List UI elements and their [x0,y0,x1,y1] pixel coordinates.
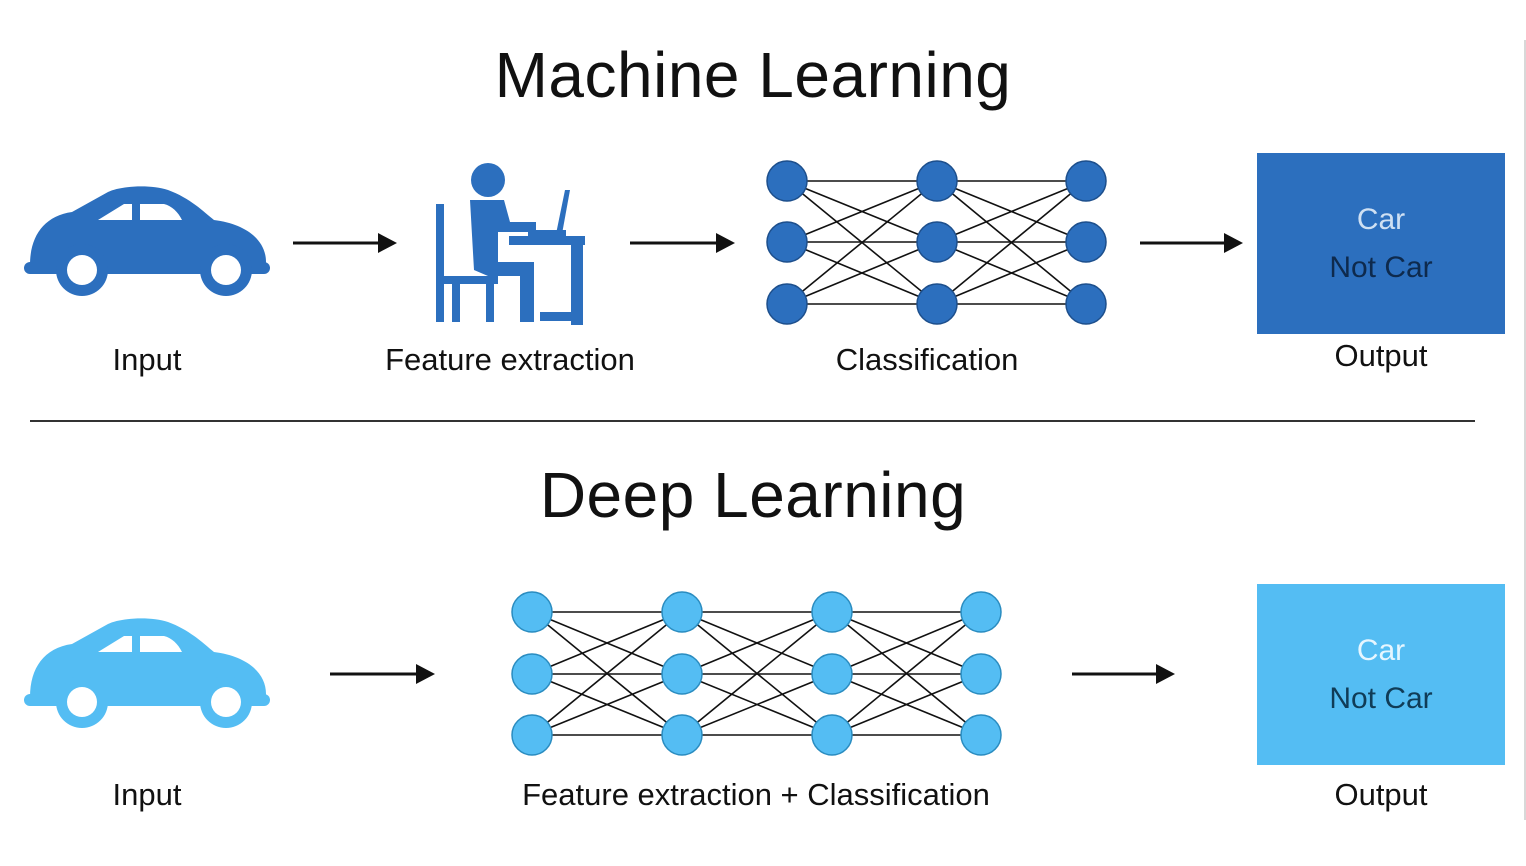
network-edge [786,180,938,243]
network-edge [936,180,1087,243]
network-node [511,653,553,695]
right-arrow-icon [1072,664,1175,684]
network-node [916,221,958,263]
network-edge [936,241,1087,305]
deep-learning-title: Deep Learning [539,459,967,531]
network-node [661,591,703,633]
network-edge [831,611,982,736]
network-node [811,591,853,633]
network-node [916,283,958,325]
network-edge [531,611,683,736]
network-node [511,714,553,756]
network-node [661,653,703,695]
ml-output-label: Output [1334,338,1428,373]
page-edge-line [1524,40,1526,820]
person-at-desk-icon [436,163,585,325]
right-arrow-icon [293,233,397,253]
network-node [960,591,1002,633]
network-node [1065,221,1107,263]
network-edge [531,673,683,736]
dl-feature-classification-label: Feature extraction + Classification [522,777,990,812]
machine-learning-title: Machine Learning [494,39,1012,111]
network-node [1065,283,1107,325]
dl-output-option-car: Car [1356,633,1406,667]
network-edge [681,611,833,736]
network-edge [786,241,938,305]
right-arrow-icon [630,233,735,253]
ml-classification-label: Classification [835,342,1019,377]
car-icon [24,186,270,296]
network-node [766,221,808,263]
right-arrow-icon [1140,233,1243,253]
network-node [1065,160,1107,202]
dl-output-option-not-car: Not Car [1329,681,1433,715]
dl-output-label: Output [1334,777,1428,812]
ml-feature-extraction-label: Feature extraction [385,342,635,377]
network-node [811,714,853,756]
network-edge [531,611,683,675]
network-edge [831,611,982,675]
ml-output-box: Car Not Car [1257,153,1505,334]
ml-output-option-not-car: Not Car [1329,250,1433,284]
right-arrow-icon [330,664,435,684]
ml-input-label: Input [112,342,182,377]
neural-network-icon [766,160,1107,325]
network-edge [681,673,833,736]
section-divider [30,420,1475,422]
network-node [766,283,808,325]
network-node [960,714,1002,756]
network-node [661,714,703,756]
dl-output-box: Car Not Car [1257,584,1505,765]
ml-output-option-car: Car [1356,202,1406,236]
network-node [811,653,853,695]
network-edge [786,180,938,305]
network-node [916,160,958,202]
neural-network-icon [511,591,1002,756]
dl-input-label: Input [112,777,182,812]
network-node [766,160,808,202]
network-node [511,591,553,633]
network-edge [831,673,982,736]
network-edge [681,611,833,675]
network-edge [936,180,1087,305]
network-node [960,653,1002,695]
car-icon [24,618,270,728]
